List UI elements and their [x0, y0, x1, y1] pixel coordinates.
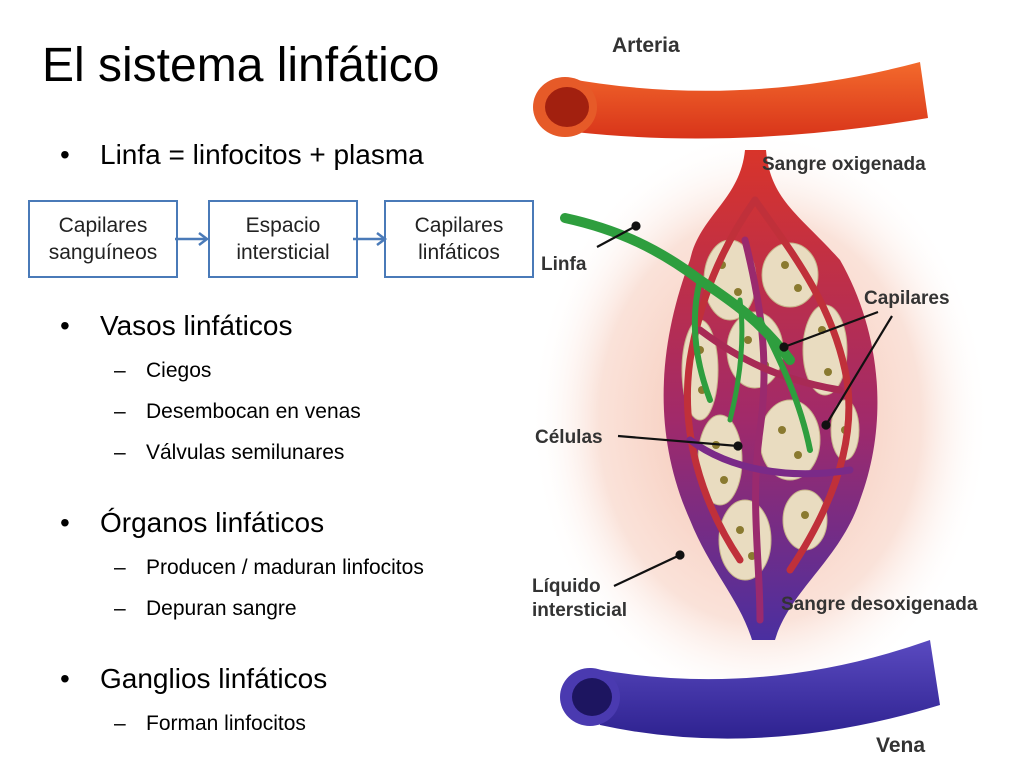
- lymph-vessel: [560, 213, 813, 453]
- bullet-vasos: • Vasos linfáticos: [60, 309, 292, 343]
- flow-box-line2: linfáticos: [418, 241, 500, 264]
- flow-box-line1: Capilares: [58, 214, 148, 237]
- bullet-text: Órganos linfáticos: [100, 507, 325, 538]
- flow-arrow-icon: [353, 232, 388, 246]
- label-sangre-desoxigenada: Sangre desoxigenada: [781, 594, 978, 615]
- bullet-dot: •: [60, 663, 70, 694]
- subitem: –Válvulas semilunares: [114, 440, 344, 466]
- label-vena: Vena: [876, 734, 925, 757]
- flow-box-capilares-sanguineos: Capilares sanguíneos: [28, 200, 178, 278]
- bullet-dot: •: [60, 139, 70, 170]
- label-liquido: Líquido: [532, 576, 601, 597]
- dash: –: [114, 441, 126, 464]
- slide-title: El sistema linfático: [42, 39, 440, 92]
- flow-box-line2: sanguíneos: [48, 241, 158, 264]
- bullet-text: Vasos linfáticos: [100, 310, 293, 341]
- flow-box-line1: Capilares: [414, 214, 504, 237]
- dash: –: [114, 556, 126, 579]
- flow-box-line2: intersticial: [236, 241, 330, 264]
- label-arteria: Arteria: [612, 34, 680, 57]
- subitem-text: Depuran sangre: [146, 597, 297, 620]
- label-pointers: [596, 221, 893, 587]
- bullet-dot: •: [60, 310, 70, 341]
- subitem: –Producen / maduran linfocitos: [114, 555, 424, 581]
- label-intersticial: intersticial: [532, 600, 627, 621]
- bullet-ganglios: • Ganglios linfáticos: [60, 662, 327, 696]
- dash: –: [114, 359, 126, 382]
- bullet-text: Linfa = linfocitos + plasma: [100, 139, 424, 170]
- blood-capillaries: [684, 196, 854, 624]
- subitem-text: Forman linfocitos: [146, 712, 306, 735]
- dash: –: [114, 597, 126, 620]
- label-capilares: Capilares: [864, 288, 950, 309]
- flow-box-capilares-linfaticos: Capilares linfáticos: [384, 200, 534, 278]
- bullet-dot: •: [60, 507, 70, 538]
- subitem: –Ciegos: [114, 358, 211, 384]
- label-linfa: Linfa: [541, 254, 587, 275]
- flow-arrow-icon: [175, 232, 210, 246]
- lymphatic-capillary-illustration: Arteria Sangre oxigenada Linfa Capilares…: [530, 34, 990, 757]
- subitem-text: Desembocan en venas: [146, 400, 361, 423]
- flow-box-line1: Espacio: [245, 214, 321, 237]
- artery: [533, 62, 928, 139]
- subitem-text: Producen / maduran linfocitos: [146, 556, 424, 579]
- subitem: –Desembocan en venas: [114, 399, 361, 425]
- subitem: –Depuran sangre: [114, 596, 297, 622]
- bullet-text: Ganglios linfáticos: [100, 663, 328, 694]
- dash: –: [114, 400, 126, 423]
- bullet-organos: • Órganos linfáticos: [60, 506, 324, 540]
- bullet-linfa: • Linfa = linfocitos + plasma: [60, 138, 424, 172]
- subitem-text: Ciegos: [146, 359, 212, 382]
- subitem: –Forman linfocitos: [114, 711, 306, 737]
- label-sangre-oxigenada: Sangre oxigenada: [762, 154, 926, 175]
- label-celulas: Células: [535, 427, 603, 448]
- subitem-text: Válvulas semilunares: [146, 441, 345, 464]
- dash: –: [114, 712, 126, 735]
- flow-box-espacio-intersticial: Espacio intersticial: [208, 200, 358, 278]
- vein: [560, 640, 940, 739]
